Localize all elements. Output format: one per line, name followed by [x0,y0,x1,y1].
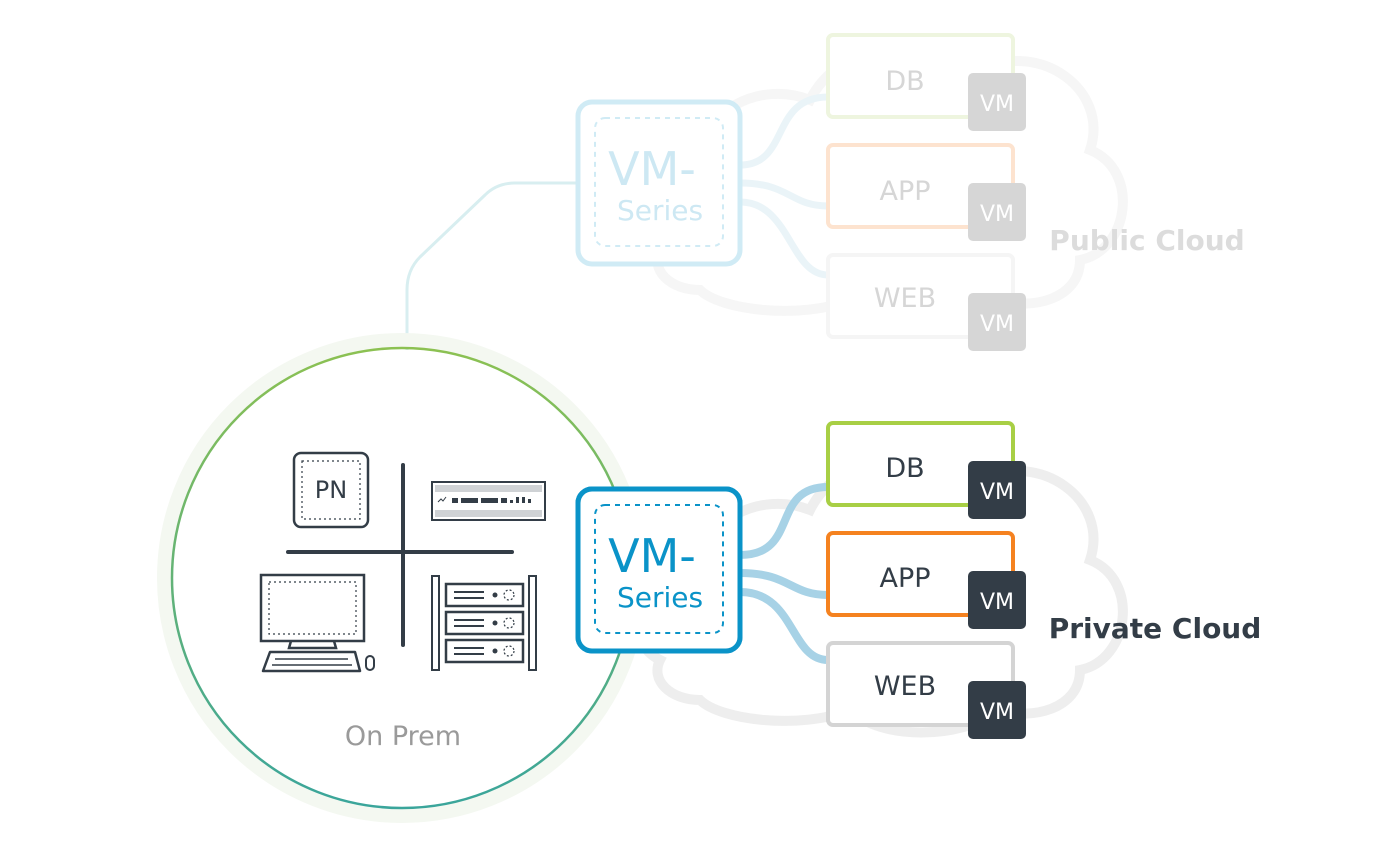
private-link-web [739,588,829,664]
public-vm-badge-db-label: VM [980,92,1014,117]
private-vm-badge-web [968,681,1026,739]
private-vm-badge-db-label: VM [980,480,1014,505]
private-vm-series-frame [575,486,743,654]
public-vm-badge-web-label: VM [980,312,1014,337]
public-workload-db-label: DB [885,66,924,97]
on-prem-group: VM- Series PN [157,333,743,823]
public-workload-app-label: APP [879,176,930,207]
public-link-web [739,198,829,279]
private-vm-series-line2-top: Series [617,581,703,614]
public-vm-badge-app [968,183,1026,241]
private-link-app [739,569,829,599]
public-vm-series-line2: Series [617,194,703,227]
private-workload-app: APP VM [826,531,1026,629]
public-vm-series-firewall: VM- Series [575,99,743,267]
public-cloud-label: Public Cloud [1049,224,1244,257]
public-workload-web: WEB VM [826,253,1026,351]
private-workload-app-label: APP [879,563,930,594]
onprem-to-public-link [405,181,578,350]
public-vm-badge-web [968,293,1026,351]
private-workload-web: WEB VM [826,641,1026,739]
private-vm-badge-web-label: VM [980,700,1014,725]
private-vm-badge-db [968,461,1026,519]
public-vm-badge-app-label: VM [980,202,1014,227]
panorama-icon: PN [292,451,370,529]
private-vm-badge-app [968,571,1026,629]
public-workload-app: APP VM [826,143,1026,241]
public-workload-db: DB VM [826,33,1026,131]
private-vm-series-line1-top: VM- [608,529,696,583]
private-vm-badge-app-label: VM [980,590,1014,615]
desktop-computer-icon [259,573,375,673]
panorama-label: PN [315,476,347,504]
private-workload-web-label: WEB [874,671,936,702]
private-workload-db: DB VM [826,421,1026,519]
private-link-db [739,483,829,559]
public-cloud-group: VM- Series DB VM APP VM WEB VM Public Cl… [405,33,1245,351]
public-workload-web-label: WEB [874,283,936,314]
on-prem-label: On Prem [345,721,461,752]
private-workload-db-label: DB [885,453,924,484]
public-link-db [739,93,829,169]
firewall-appliance-icon [431,481,546,521]
public-vm-series-line1: VM- [608,142,696,196]
public-vm-badge-db [968,73,1026,131]
private-cloud-label: Private Cloud [1049,612,1262,645]
public-link-app [739,179,829,210]
server-rack-icon [431,575,537,671]
